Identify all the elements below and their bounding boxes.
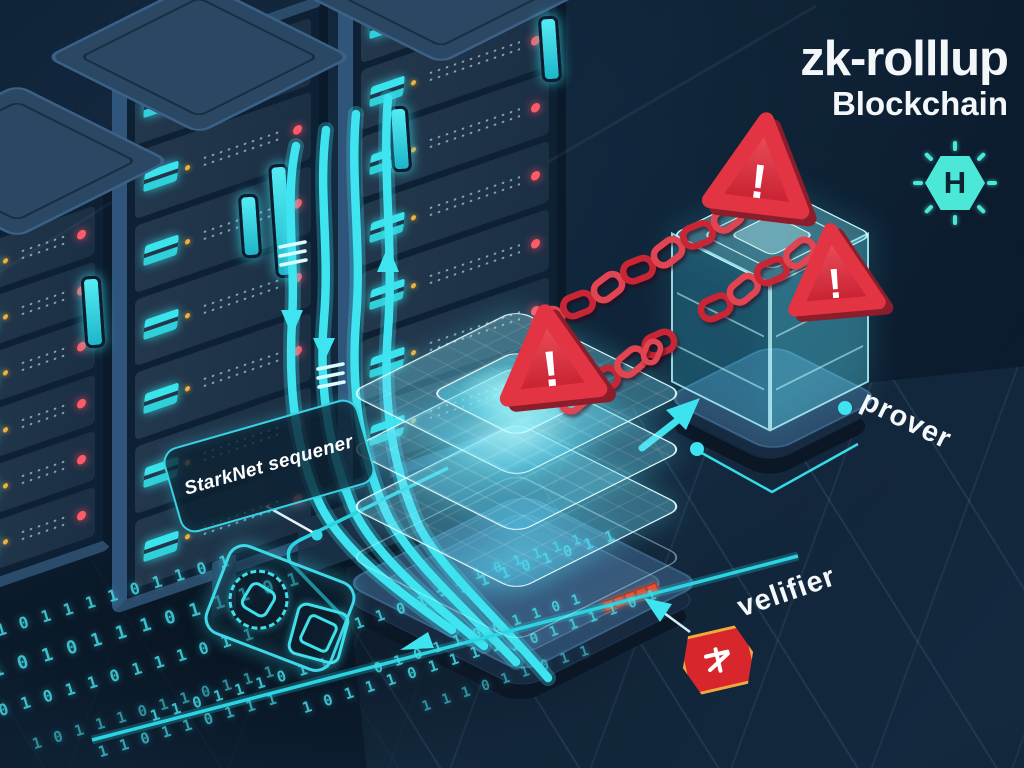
ray-icon xyxy=(976,204,987,215)
hexagon-h-badge: H xyxy=(913,141,997,225)
invalid-seal-icon xyxy=(695,639,742,681)
ray-icon xyxy=(923,151,934,162)
chain-link xyxy=(650,236,686,269)
warning-triangle: ! xyxy=(499,304,616,412)
hexagon-letter: H xyxy=(943,165,967,200)
ray-icon xyxy=(987,181,997,185)
ray-icon xyxy=(976,151,987,162)
ray-icon xyxy=(953,215,957,225)
sequencer-label-text: StarkNet sequener xyxy=(181,431,356,500)
title-block: zk-rolllup Blockchain xyxy=(688,32,1009,122)
warning-triangle: ! xyxy=(701,112,817,227)
chain-link xyxy=(590,270,626,304)
chain-link xyxy=(679,219,717,250)
ray-icon xyxy=(953,141,957,151)
hexagon-icon: H xyxy=(925,156,985,210)
title-line1: zk-rolllup xyxy=(800,32,1009,86)
ray-icon xyxy=(913,181,923,185)
ray-icon xyxy=(923,204,934,215)
chain-link xyxy=(559,289,597,320)
gear-emblem-icon xyxy=(219,560,298,639)
title-line2: Blockchain xyxy=(831,84,1008,122)
chain-link xyxy=(619,254,657,285)
